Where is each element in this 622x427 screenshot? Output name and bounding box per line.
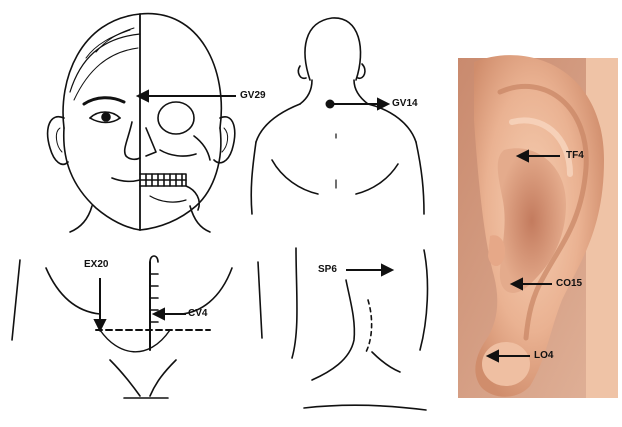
label-co15: CO15 bbox=[556, 279, 582, 289]
ear-photo bbox=[458, 55, 618, 398]
cv4-arrow bbox=[154, 309, 186, 319]
leg-ankle-drawing bbox=[292, 248, 427, 410]
label-gv14: GV14 bbox=[392, 99, 418, 109]
label-ex20: EX20 bbox=[84, 260, 108, 270]
label-lo4: LO4 bbox=[534, 351, 553, 361]
lower-neck-drawing bbox=[12, 256, 262, 398]
head-face-drawing bbox=[48, 14, 235, 232]
ex20-arrow bbox=[95, 278, 105, 330]
label-cv4: CV4 bbox=[188, 309, 207, 319]
gv14-arrow bbox=[334, 99, 388, 109]
sp6-arrow bbox=[346, 265, 392, 275]
gv14-point bbox=[326, 100, 335, 109]
label-gv29: GV29 bbox=[240, 91, 266, 101]
label-sp6: SP6 bbox=[318, 265, 337, 275]
upper-back-drawing bbox=[251, 18, 424, 214]
label-tf4: TF4 bbox=[566, 151, 584, 161]
